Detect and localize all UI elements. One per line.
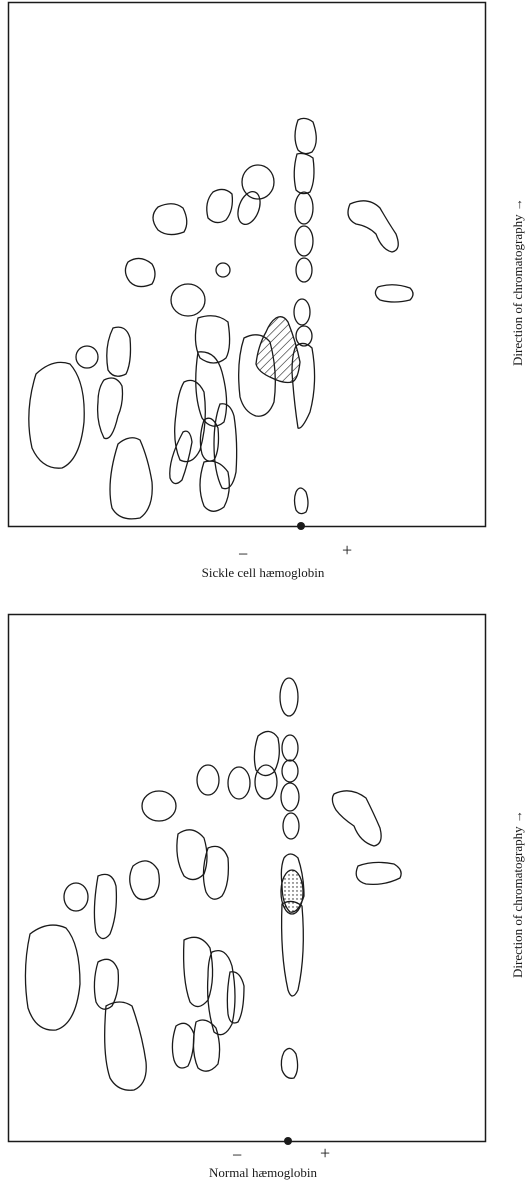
peptide-spot [254,731,279,775]
peptide-spot [94,874,116,938]
sickle-cell-fingerprint-diagram [8,2,486,527]
peptide-spot [142,791,176,821]
peptide-spot [76,346,98,368]
peptide-spot [332,791,381,846]
peptide-spot [197,765,219,795]
plus-sign: + [320,1143,330,1164]
peptide-spot [172,1023,194,1068]
peptide-spot [295,118,316,153]
peptide-spot [110,438,152,519]
peptide-spot [294,154,314,194]
peptide-spot [207,189,233,222]
peptide-spot [130,861,160,900]
peptide-spot [282,735,298,761]
peptide-spot [228,767,250,799]
peptide-spot [281,783,299,811]
peptide-spot [153,204,187,235]
peptide-spot [348,201,398,252]
peptide-spot [234,189,264,228]
origin-dot [284,1137,292,1145]
sickle-cell-fingerprint-panel [8,2,486,527]
origin-dot [297,522,305,530]
peptide-spot [282,760,298,782]
peptide-spot [295,488,309,514]
normal-fingerprint-panel [8,614,486,1142]
peptide-spot [295,226,313,256]
paper-frame [9,615,486,1142]
hatched-sickle-spot [256,317,300,383]
peptide-spot [281,1048,297,1078]
normal-caption: Normal hæmoglobin [0,1165,526,1181]
peptide-spot [282,901,304,996]
peptide-spot [227,972,244,1023]
minus-sign: − [238,544,248,565]
peptide-spot [170,431,192,483]
peptide-spot [25,925,80,1030]
peptide-spot [177,830,207,880]
peptide-spot [29,362,84,468]
normal-fingerprint-diagram [8,614,486,1142]
peptide-spot [64,883,88,911]
peptide-spot [356,862,401,884]
peptide-spot [98,378,123,439]
peptide-spot [107,327,131,376]
peptide-spot [171,284,205,316]
dotted-normal-spot [281,870,303,914]
top-direction-label: Direction of chromatography → [510,166,526,366]
peptide-spot [280,678,298,716]
sickle-cell-caption: Sickle cell hæmoglobin [0,565,526,581]
peptide-spot [295,192,313,224]
peptide-spot [283,813,299,839]
peptide-spot [216,263,230,277]
peptide-spot [294,299,310,325]
peptide-spot [105,1002,147,1090]
peptide-spot [375,285,413,302]
peptide-spot [193,1020,219,1071]
peptide-spot [125,258,155,286]
peptide-spot [200,461,229,511]
bottom-direction-label: Direction of chromatography → [510,778,526,978]
peptide-spot [296,258,312,282]
plus-sign: + [342,540,352,561]
paper-frame [9,3,486,527]
peptide-spot [255,765,277,799]
peptide-spot [94,959,118,1009]
minus-sign: − [232,1145,242,1166]
